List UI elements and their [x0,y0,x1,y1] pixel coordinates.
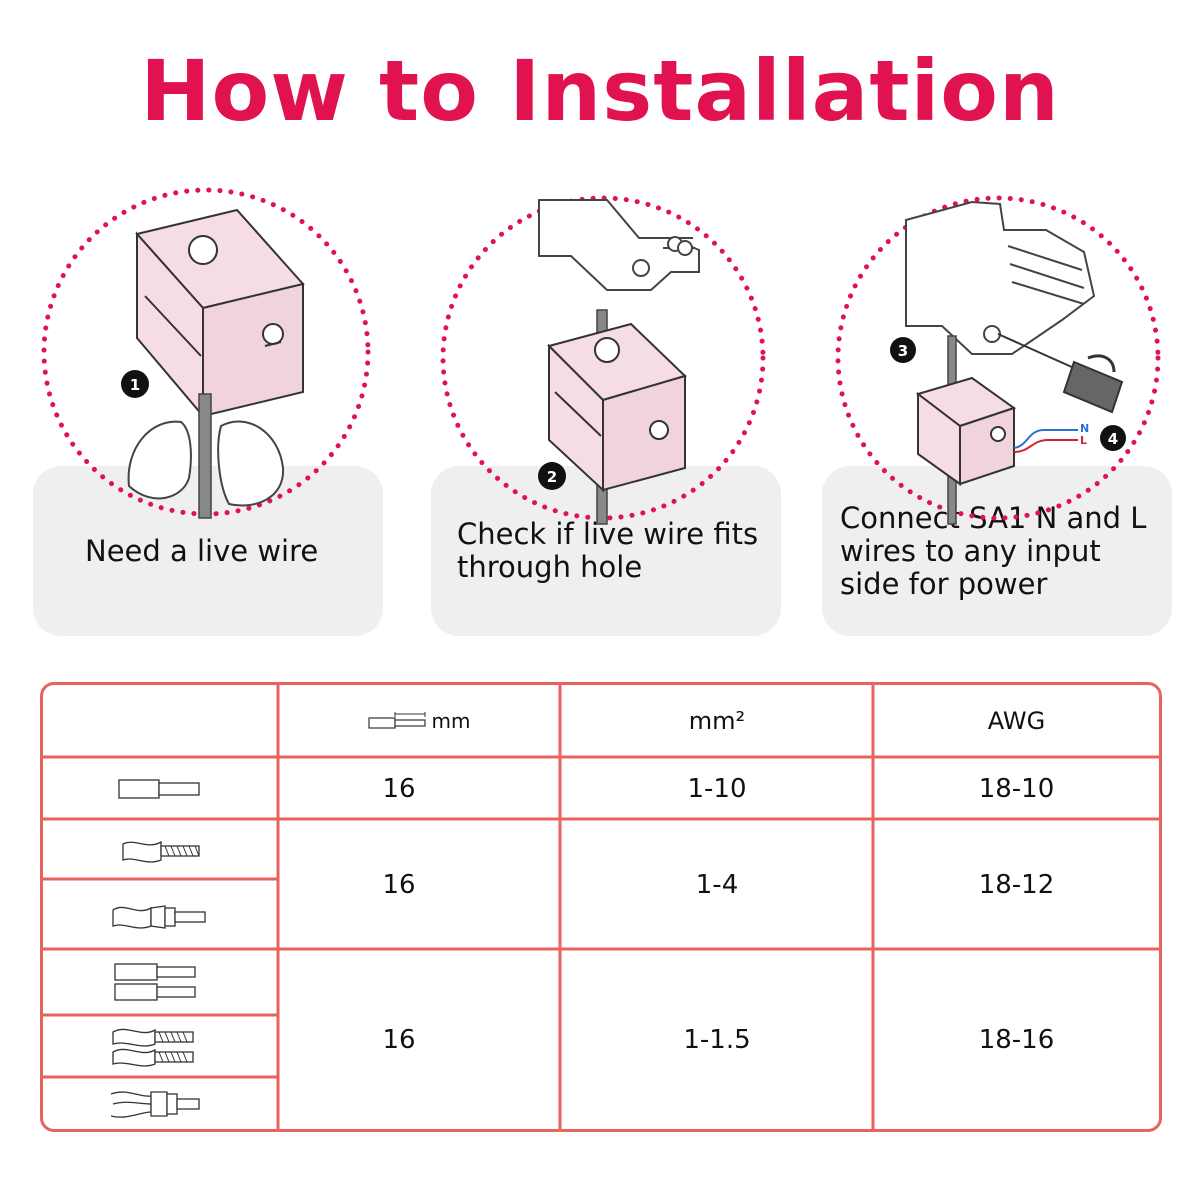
breaker-icon [538,199,700,291]
solid-wire-icon [43,758,278,819]
row-2-strip-mm: 16 [382,869,416,900]
header-awg: AWG [987,707,1046,735]
step-3-illustration: N L 3 4 [835,195,1161,525]
row-1-mm2: 1-10 [687,773,747,804]
step-1-caption: Need a live wire [85,533,319,568]
stranded-wire-icon [43,820,278,879]
wire-leads-icon [1013,429,1078,453]
row-3-strip-mm: 16 [382,1024,416,1055]
ferrule-wire-icon [43,880,278,949]
row-2-awg: 18-12 [978,869,1055,900]
step-4-badge: 4 [1100,425,1126,451]
svg-text:4: 4 [1108,430,1118,448]
step-3-card: Connect SA1 N and L wires to any input s… [822,466,1172,636]
sensor-box-icon [135,208,305,419]
twin-ferrule-wire-icon [43,1078,278,1129]
step-2-badge: 2 [538,462,566,490]
row-2-mm2: 1-4 [695,869,739,900]
sensor-box-icon [547,322,687,493]
step-2-card: Check if live wire fits through hole [431,466,781,636]
step-2: Check if live wire fits through hole 2 [431,186,783,640]
step-3: Connect SA1 N and L wires to any input s… [822,186,1174,640]
step-3-badge: 3 [890,337,916,363]
breaker-icon [905,200,1096,355]
table-gridlines [43,685,1159,1129]
header-cross-section: mm² [688,707,746,735]
header-mm-label: mm [431,709,471,733]
row-1-awg: 18-10 [978,773,1055,804]
hand-icon [127,420,285,507]
wire-spec-table: mm mm² AWG 16 1-10 18-10 16 1-4 18-12 [40,682,1162,1132]
step-1-illustration: 1 [41,187,371,519]
live-wire-icon [198,393,212,519]
live-label: L [1080,434,1087,447]
double-solid-wire-icon [43,950,278,1015]
step-2-illustration: 2 [440,195,766,525]
row-3-mm2: 1-1.5 [683,1024,751,1055]
page-title: How to Installation [140,42,1060,140]
step-1: Need a live wire 1 [33,186,385,640]
strip-length-icon [367,712,426,729]
svg-text:3: 3 [898,342,908,360]
step-2-caption: Check if live wire fits through hole [457,517,759,584]
svg-text:2: 2 [547,468,557,486]
neutral-label: N [1080,422,1089,435]
row-3-awg: 18-16 [978,1024,1055,1055]
sensor-box-icon [915,376,1017,486]
double-stranded-wire-icon [43,1016,278,1077]
header-strip-length: mm [279,685,559,757]
row-1-strip-mm: 16 [382,773,416,804]
svg-text:1: 1 [130,376,140,394]
screwdriver-icon [997,333,1124,414]
step-1-badge: 1 [121,370,149,398]
